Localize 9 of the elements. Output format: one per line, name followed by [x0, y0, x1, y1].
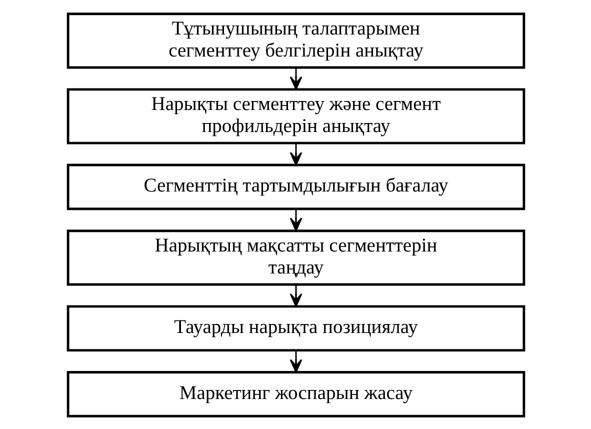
node-box: Нарықтың мақсатты сегменттерін таңдау [66, 229, 525, 286]
arrow [289, 350, 302, 372]
arrow [289, 142, 302, 166]
arrow [289, 284, 302, 306]
node-box: Тауарды нарықта позициялау [66, 304, 525, 352]
node-box: Нарықты сегменттеу және сегмент профильдерін анықтау [66, 88, 525, 144]
node-box: Сегменттің тартымдылығын бағалау [66, 163, 525, 210]
node-box: Маркетинг жоспарын жасау [66, 370, 525, 417]
node-box: Тұтынушының талаптарымен сегменттеу белгілерін анықтау [66, 12, 525, 68]
